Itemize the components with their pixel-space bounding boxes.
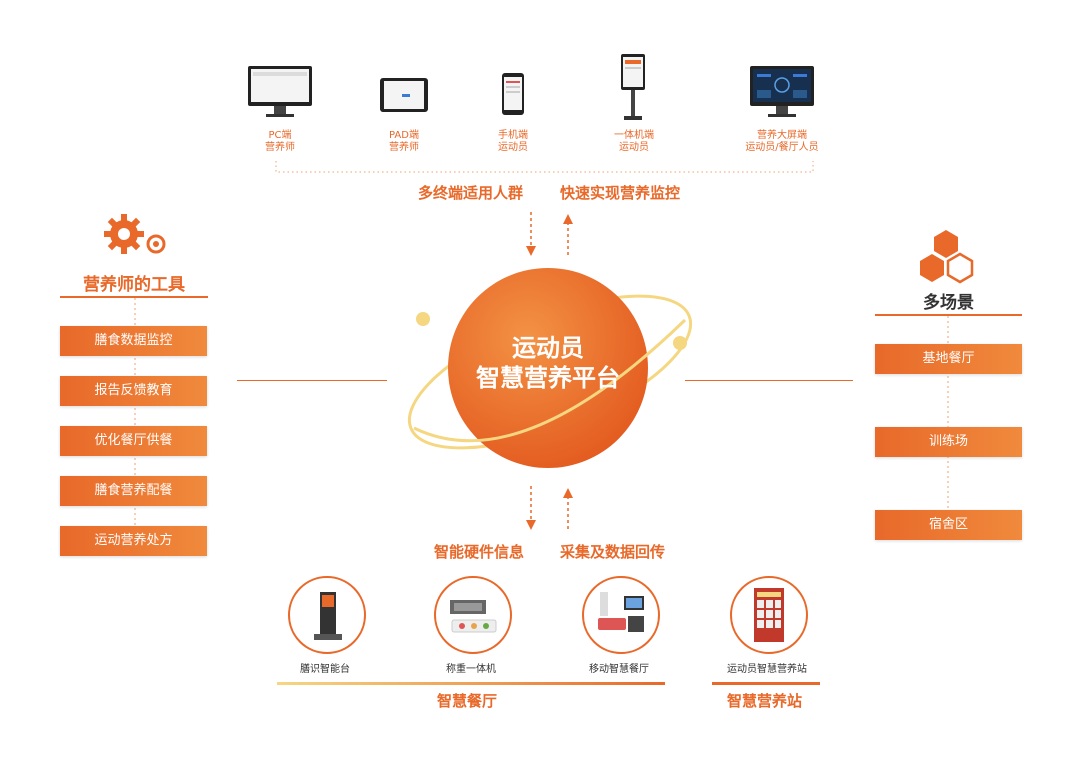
hardware-nutrition-station [730,576,808,654]
device-bigscreen-label: 营养大屏端运动员/餐厅人员 [745,130,819,153]
hardware-smart-table [288,576,366,654]
device-bigscreen [750,66,814,120]
top-caption-right: 快速实现营养监控 [560,184,681,202]
right-item-3: 宿舍区 [875,510,1022,540]
hardware-smart-table-label: 膳识智能台 [300,664,350,675]
hardware-mobile-restaurant [582,576,660,654]
right-item-2: 训练场 [875,427,1022,457]
hexagons-icon [920,230,974,284]
center-title-line2: 智慧营养平台 [476,364,620,392]
arrow-up-bottom [563,488,573,532]
device-pc [248,66,312,120]
hardware-scale-label: 称重一体机 [446,664,496,675]
center-title-line1: 运动员 [512,334,584,362]
hardware-scale [434,576,512,654]
left-item-1: 膳食数据监控 [60,326,207,356]
device-kiosk [620,54,646,122]
arrow-down-top [526,212,536,256]
arrow-down-bottom [526,486,536,530]
gears-icon [104,214,166,254]
center-planet [407,268,693,468]
station-group-label: 智慧营养站 [727,692,803,710]
hardware-mobile-restaurant-label: 移动智慧餐厅 [589,664,649,675]
device-pc-label: PC端营养师 [265,130,295,153]
device-phone [502,73,524,115]
left-connector [237,380,387,381]
right-item-1: 基地餐厅 [875,344,1022,374]
device-pad-label: PAD端营养师 [389,130,419,153]
left-item-4: 膳食营养配餐 [60,476,207,506]
device-phone-label: 手机端运动员 [498,130,528,153]
top-caption-left: 多终端适用人群 [418,184,524,202]
left-item-5: 运动营养处方 [60,526,207,556]
devices-bracket [275,161,814,173]
bottom-caption-left: 智能硬件信息 [434,543,525,561]
device-pad [380,78,428,112]
right-title: 多场景 [923,293,974,313]
left-item-3: 优化餐厅供餐 [60,426,207,456]
restaurant-group-label: 智慧餐厅 [437,692,498,710]
device-kiosk-label: 一体机端运动员 [614,130,654,153]
right-connector [685,380,853,381]
restaurant-group-bar [277,682,665,685]
left-title-underline [60,296,208,298]
left-title: 营养师的工具 [83,275,185,295]
station-group-bar [712,682,820,685]
bottom-caption-right: 采集及数据回传 [560,543,666,561]
hardware-nutrition-station-label: 运动员智慧营养站 [727,664,807,675]
right-title-underline [875,314,1022,316]
arrow-up-top [563,214,573,258]
left-item-2: 报告反馈教育 [60,376,207,406]
